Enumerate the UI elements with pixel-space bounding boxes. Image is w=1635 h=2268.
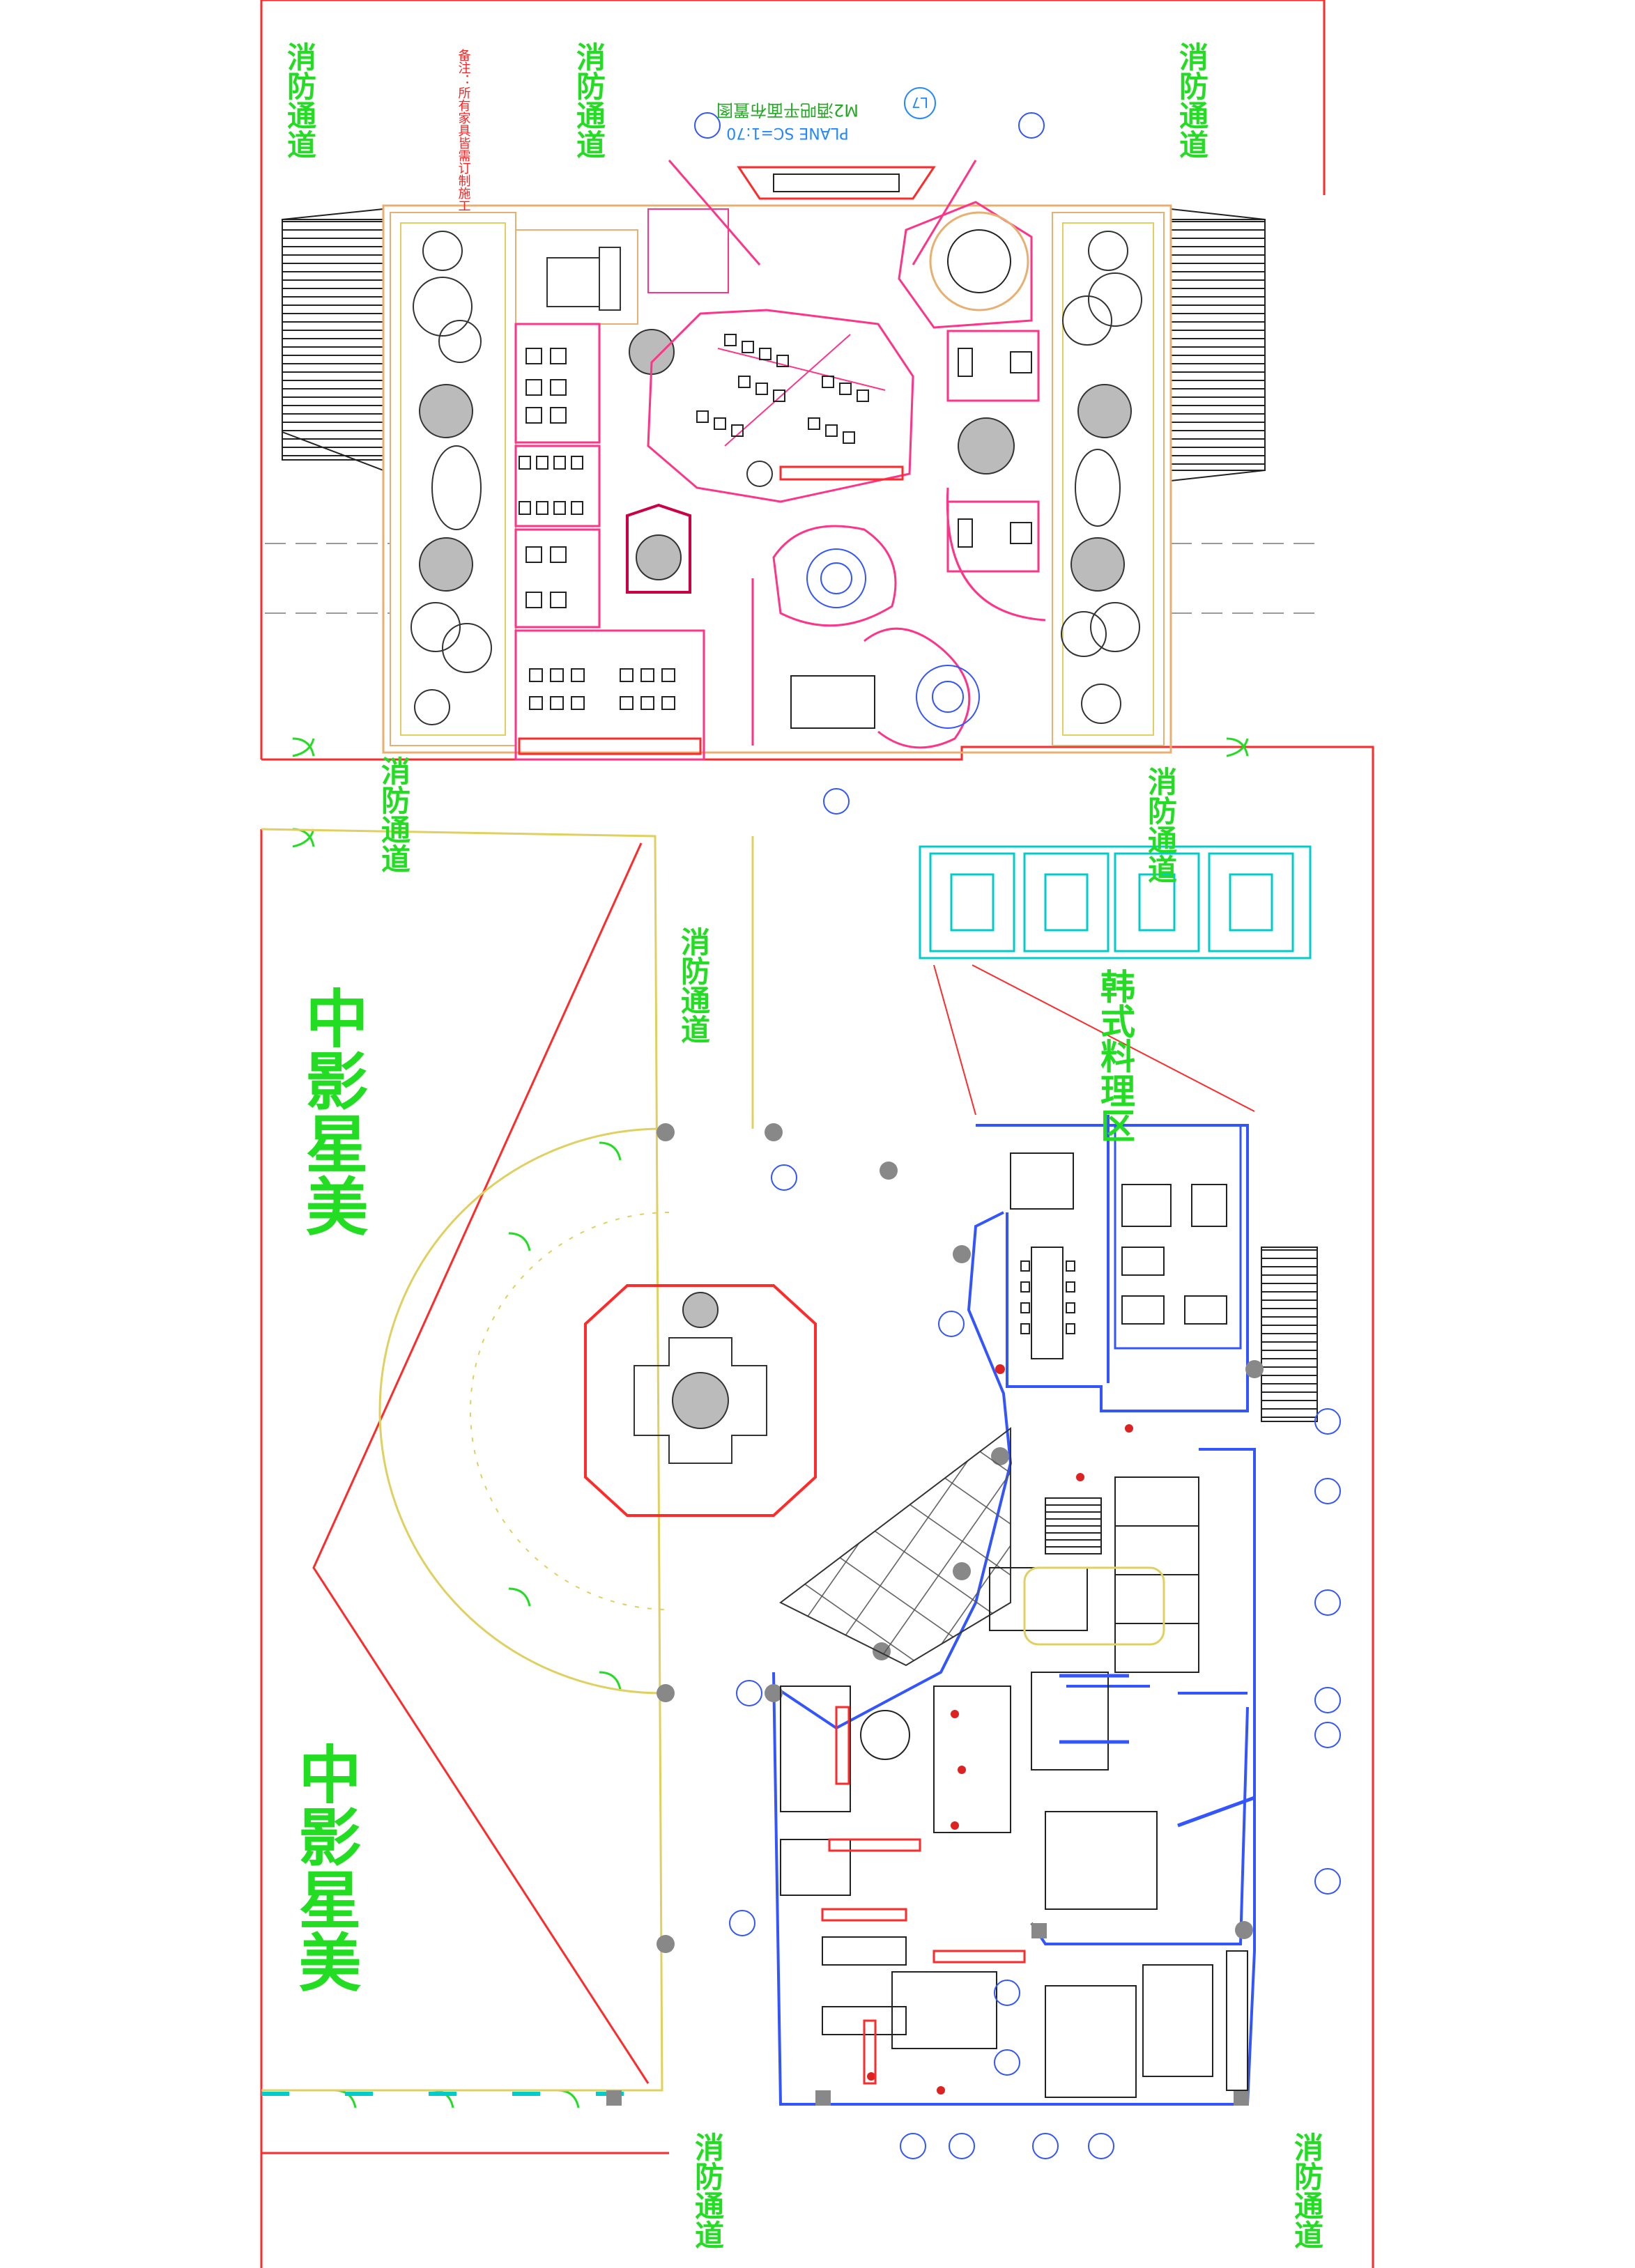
round-tables-mid bbox=[751, 525, 980, 749]
upper-building bbox=[382, 204, 1172, 754]
round-lounge-upper-right bbox=[898, 201, 1033, 329]
cinema-label-2: 中影星美 bbox=[288, 1742, 361, 1993]
arc-corridor bbox=[378, 836, 754, 1695]
exterior-stair-east bbox=[1261, 1247, 1318, 1422]
korean-zone-label: 韩式料理区 bbox=[1095, 969, 1135, 1143]
sheet-number: L7 bbox=[912, 94, 928, 111]
sheet-marker: L7 bbox=[904, 87, 936, 119]
fire-lane-label-5: 消防通道 bbox=[1144, 766, 1178, 884]
red-dots bbox=[867, 1364, 1133, 2095]
fire-lane-label-7: 消防通道 bbox=[691, 2132, 725, 2249]
door-swings bbox=[292, 737, 1249, 2108]
stairs-lower bbox=[1045, 1504, 1102, 1555]
lower-red-benches bbox=[821, 1706, 1026, 2085]
tiled-deck bbox=[779, 1426, 1011, 1667]
pentagon-planter bbox=[626, 503, 691, 594]
upper-right-rooms bbox=[946, 330, 1046, 622]
fire-lane-label-2: 消防通道 bbox=[572, 42, 606, 159]
grid-guides bbox=[265, 543, 1324, 614]
cinema-label-1: 中影星美 bbox=[295, 986, 368, 1237]
fire-lane-label-1: 消防通道 bbox=[283, 42, 317, 159]
fire-lane-label-8: 消防通道 bbox=[1290, 2132, 1324, 2249]
fire-lane-label-3: 消防通道 bbox=[1175, 42, 1209, 159]
top-stage bbox=[647, 160, 977, 293]
trees-left-strip bbox=[410, 231, 492, 725]
drawing-note: 备注：所有家具皆需订制施工 bbox=[456, 49, 471, 212]
lower-left-plaza bbox=[261, 828, 663, 2096]
yellow-stage-lower bbox=[1023, 1566, 1165, 1646]
fire-lane-label-4: 消防通道 bbox=[377, 756, 411, 873]
title-block: M2酒吧平面布置图 PLANE SC=1:70 bbox=[716, 100, 859, 141]
upper-left-rooms bbox=[514, 229, 705, 761]
trees-right-strip bbox=[1061, 231, 1142, 724]
drawing-scale: PLANE SC=1:70 bbox=[726, 124, 849, 141]
octagon-lounge bbox=[584, 1284, 817, 1517]
drawing-title: M2酒吧平面布置图 bbox=[716, 100, 859, 120]
korean-zone-water bbox=[919, 845, 1312, 959]
exterior-stair-left bbox=[282, 208, 384, 472]
exterior-stair-right bbox=[1170, 208, 1266, 481]
section-markers bbox=[694, 112, 1341, 2159]
site-boundary bbox=[260, 0, 1374, 2268]
central-bar-island bbox=[647, 309, 914, 503]
korean-zone-lines bbox=[933, 964, 1255, 1116]
lower-blue-counters bbox=[1059, 1674, 1255, 1828]
fire-lane-label-6: 消防通道 bbox=[677, 927, 711, 1044]
